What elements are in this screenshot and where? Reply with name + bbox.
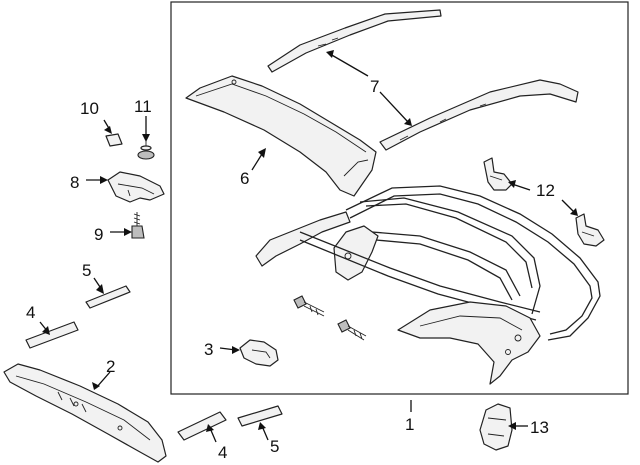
callout-5a: 5 xyxy=(82,261,91,280)
latch-hook-upper xyxy=(483,157,513,191)
rear-header-panel xyxy=(185,75,377,197)
callout-6: 6 xyxy=(240,169,249,188)
frame-bolt-upper xyxy=(293,295,325,317)
callout-5b: 5 xyxy=(270,437,279,456)
weatherstrip-rail-upper xyxy=(267,9,442,73)
mounting-bracket xyxy=(107,171,165,203)
screw xyxy=(137,141,155,160)
weatherstrip-rail-side xyxy=(379,79,579,151)
bolt xyxy=(131,212,145,239)
callout-11: 11 xyxy=(134,97,152,116)
callout-13: 13 xyxy=(530,418,549,437)
top-frame-assembly xyxy=(255,185,601,385)
seal-strip-lower xyxy=(237,405,283,427)
callout-10: 10 xyxy=(80,99,99,118)
assembly-frame-box xyxy=(170,1,629,395)
callout-3: 3 xyxy=(204,340,213,359)
rear-trim-panel xyxy=(3,363,167,463)
seal-strip-left xyxy=(25,321,79,349)
frame-bolt-lower xyxy=(337,319,367,341)
seal-strip-upper xyxy=(85,285,131,309)
leader-lines xyxy=(39,50,578,443)
callout-2: 2 xyxy=(106,357,115,376)
callout-12: 12 xyxy=(536,181,555,200)
callout-4b: 4 xyxy=(218,443,227,462)
bracket xyxy=(239,339,279,367)
callout-9: 9 xyxy=(94,225,103,244)
seal-strip-bottom xyxy=(177,411,227,441)
callout-1: 1 xyxy=(405,415,414,434)
callout-4a: 4 xyxy=(26,303,35,322)
clip xyxy=(105,133,123,147)
callout-7: 7 xyxy=(370,77,379,96)
latch-hook-lower xyxy=(575,213,605,247)
callout-8: 8 xyxy=(70,173,79,192)
side-bracket xyxy=(479,403,513,451)
